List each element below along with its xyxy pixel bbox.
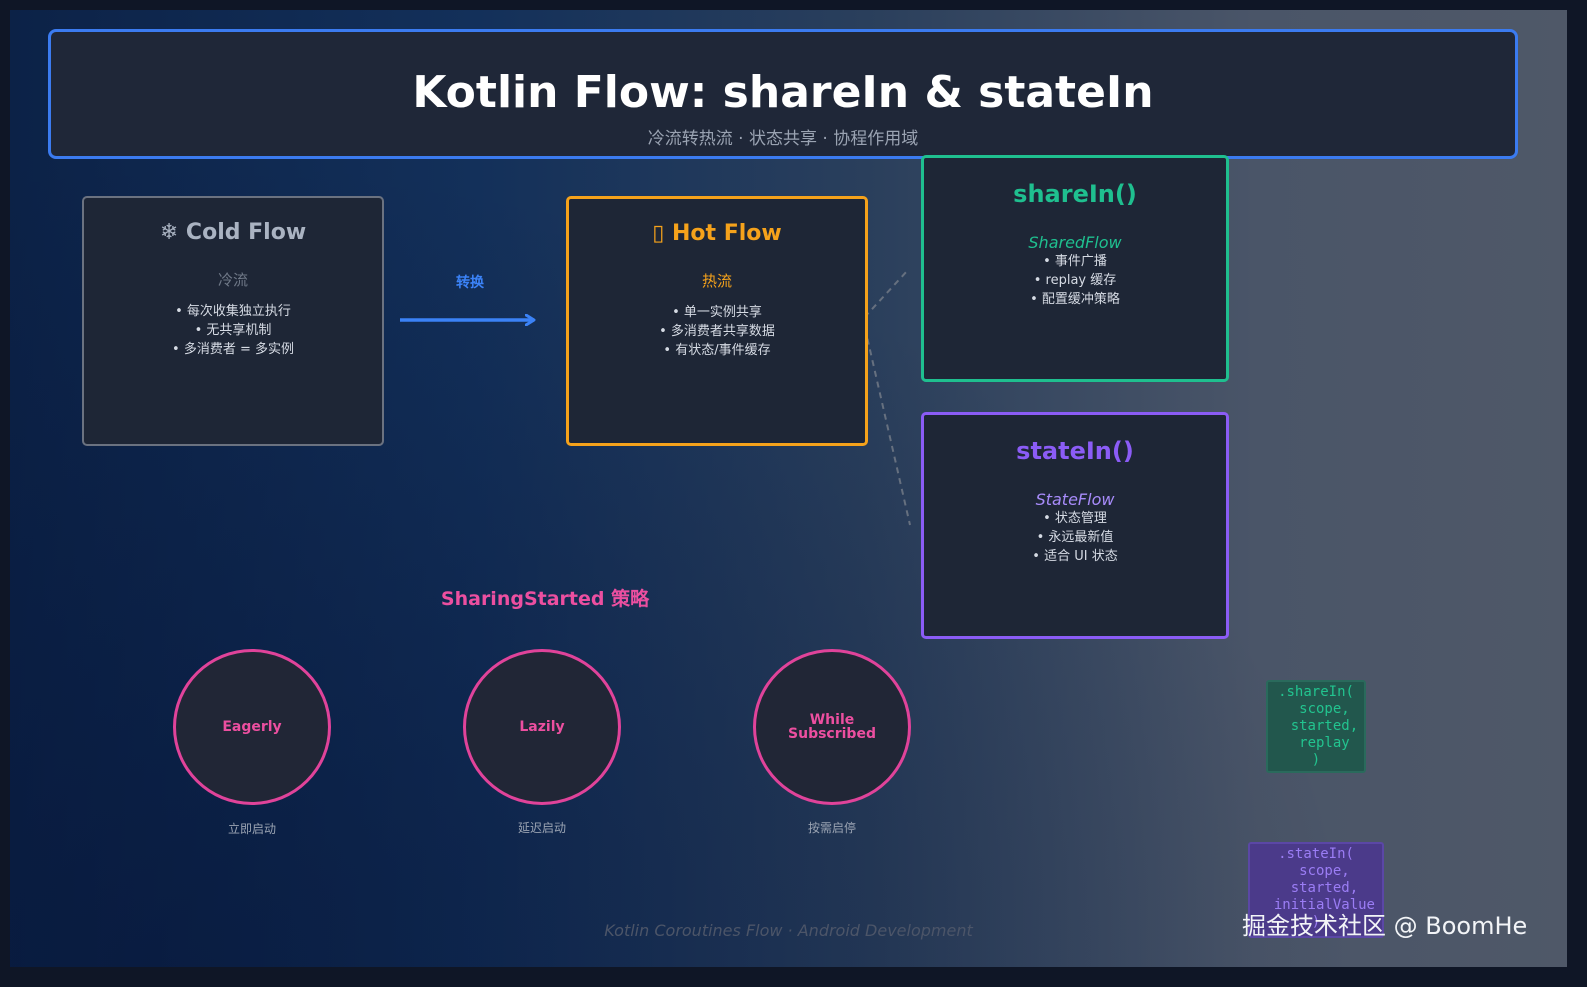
cold-flow-bullet: • 多消费者 = 多实例 <box>172 342 294 357</box>
cold-flow-title: ❄ Cold Flow <box>159 220 307 245</box>
connector-to-sharein <box>860 269 909 339</box>
statein-title: stateIn() <box>1016 437 1134 465</box>
strategy-name: While Subscribed <box>788 713 876 741</box>
hot-flow-bullet: • 多消费者共享数据 <box>659 324 775 339</box>
sharein-box: shareIn() SharedFlow • 事件广播 • replay 缓存 … <box>921 155 1229 382</box>
strategy-name-line2: Subscribed <box>788 726 876 742</box>
footer-caption: Kotlin Coroutines Flow · Android Develop… <box>604 921 973 940</box>
sharing-started-title: SharingStarted 策略 <box>440 588 650 610</box>
statein-type: StateFlow <box>1035 490 1115 509</box>
statein-bullet: • 状态管理 <box>1043 511 1107 526</box>
cold-flow-box: ❄ Cold Flow 冷流 • 每次收集独立执行 • 无共享机制 • 多消费者… <box>82 196 384 446</box>
hot-flow-bullet: • 单一实例共享 <box>672 305 762 320</box>
cold-flow-subtitle: 冷流 <box>217 271 248 289</box>
diagram-canvas: Kotlin Flow: shareIn & stateIn 冷流转热流 · 状… <box>10 10 1567 967</box>
strategy-while-subscribed: While Subscribed <box>753 649 911 805</box>
statein-code-snippet: .stateIn( scope, started, initialValue ) <box>1248 842 1384 938</box>
cold-flow-bullet: • 无共享机制 <box>194 323 272 338</box>
transform-label: 转换 <box>456 275 484 291</box>
connector-to-statein <box>864 327 911 526</box>
header-panel: Kotlin Flow: shareIn & stateIn 冷流转热流 · 状… <box>48 29 1518 159</box>
strategy-lazily: Lazily <box>463 649 621 805</box>
strategy-eagerly: Eagerly <box>173 649 331 805</box>
page-title: Kotlin Flow: shareIn & stateIn <box>412 67 1154 118</box>
strategy-lazily-desc: 延迟启动 <box>517 821 566 835</box>
page-subtitle: 冷流转热流 · 状态共享 · 协程作用域 <box>647 129 919 149</box>
watermark: 掘金技术社区 @ BoomHe <box>1242 912 1528 940</box>
cold-flow-bullet: • 每次收集独立执行 <box>175 304 291 319</box>
sharein-bullet: • 事件广播 <box>1043 254 1107 269</box>
statein-bullet: • 永远最新值 <box>1036 530 1114 545</box>
sharein-bullet: • 配置缓冲策略 <box>1030 292 1120 307</box>
sharein-type: SharedFlow <box>1028 233 1122 252</box>
connectors <box>400 269 911 526</box>
statein-bullet: • 适合 UI 状态 <box>1032 549 1118 564</box>
strategy-while-subscribed-desc: 按需启停 <box>807 821 856 835</box>
hot-flow-title: ▯ Hot Flow <box>652 221 782 246</box>
hot-flow-subtitle: 热流 <box>701 272 732 290</box>
sharein-code-snippet: .shareIn( scope, started, replay ) <box>1266 680 1366 773</box>
hot-flow-bullet: • 有状态/事件缓存 <box>663 343 771 358</box>
strategy-name: Eagerly <box>222 719 282 735</box>
strategy-name: Lazily <box>519 719 565 735</box>
hot-flow-box: ▯ Hot Flow 热流 • 单一实例共享 • 多消费者共享数据 • 有状态/… <box>566 196 868 446</box>
statein-box: stateIn() StateFlow • 状态管理 • 永远最新值 • 适合 … <box>921 412 1229 639</box>
sharein-title: shareIn() <box>1013 180 1137 208</box>
sharein-bullet: • replay 缓存 <box>1033 273 1117 288</box>
strategy-eagerly-desc: 立即启动 <box>227 822 276 836</box>
strategy-name-line1: While <box>809 712 855 728</box>
